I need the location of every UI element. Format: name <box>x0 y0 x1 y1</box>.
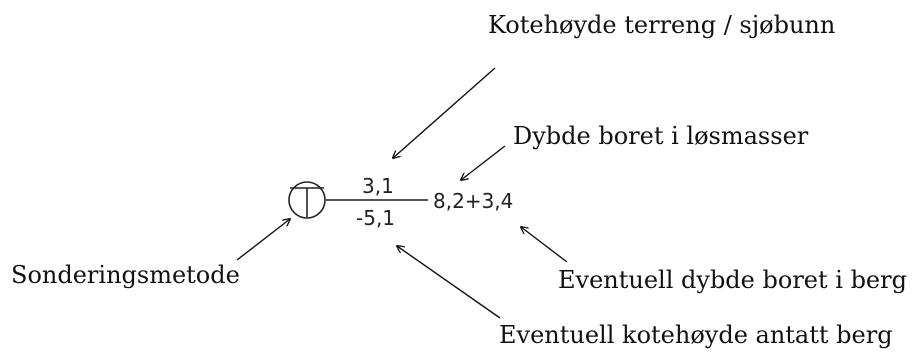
arrow-depth-loose <box>461 145 506 180</box>
label-terrain-elevation: Kotehøyde terreng / sjøbunn <box>488 11 836 39</box>
value-terrain-elevation: 3,1 <box>362 174 394 198</box>
sounding-method-icon <box>288 181 326 219</box>
label-rock-elevation: Eventuell kotehøyde antatt berg <box>499 321 893 349</box>
arrow-terrain-elevation <box>393 67 496 158</box>
arrow-rock-depth <box>521 227 568 263</box>
label-rock-depth: Eventuell dybde boret i berg <box>558 266 907 294</box>
label-depth-loose: Dybde boret i løsmasser <box>513 122 809 150</box>
label-sounding-method: Sonderingsmetode <box>11 261 240 289</box>
value-drilled-depth: 8,2+3,4 <box>433 189 514 213</box>
arrow-rock-elevation <box>397 246 501 319</box>
arrow-sounding-method <box>236 219 290 261</box>
value-rock-elevation: -5,1 <box>356 206 396 230</box>
